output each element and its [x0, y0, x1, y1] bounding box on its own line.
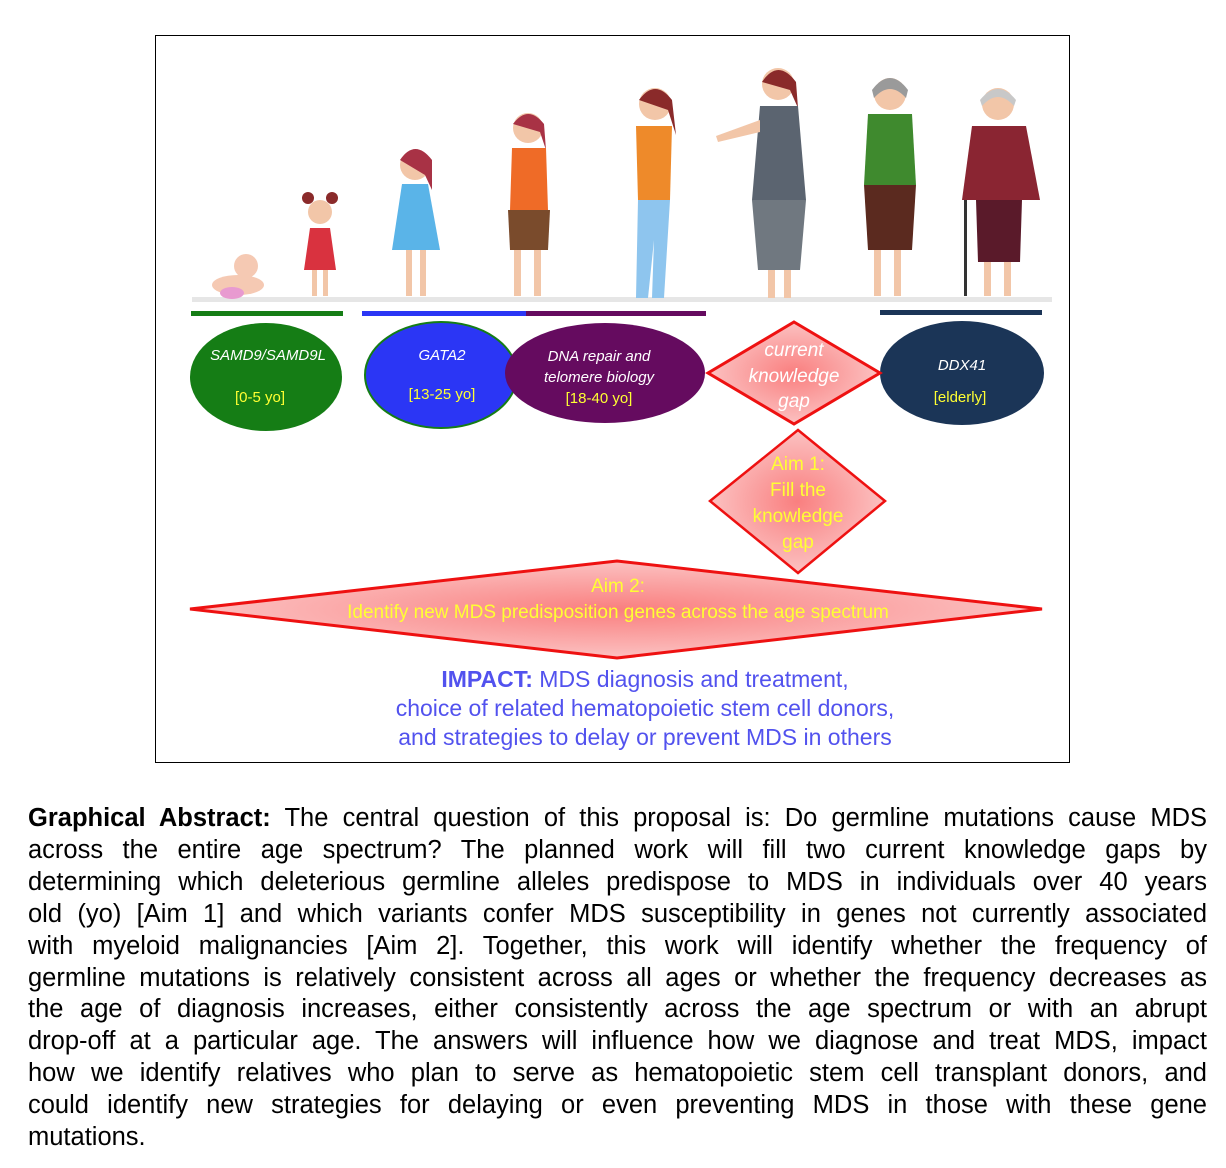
abstract-line: across the entire age spectrum? The plan…	[28, 835, 1207, 864]
age-range: [13-25 yo]	[409, 386, 476, 403]
gap-text: current	[764, 340, 824, 361]
abstract-line: with myeloid malignancies [Aim 2]. Toget…	[28, 931, 1207, 960]
abstract-line: germline mutations is relatively consist…	[28, 963, 1207, 992]
woman-figure	[716, 68, 806, 298]
abstract-line: Graphical Abstract: The central question…	[28, 803, 1207, 835]
teen-figure	[508, 113, 550, 296]
abstract-line: mutations.	[28, 1123, 146, 1152]
toddler-figure	[302, 192, 338, 296]
age-range: [0-5 yo]	[235, 389, 285, 406]
gene-name: GATA2	[419, 347, 467, 364]
age-range: [18-40 yo]	[566, 390, 633, 407]
young-woman-figure	[636, 88, 676, 298]
abstract-line: determining which deleterious germline a…	[28, 867, 1207, 896]
gene-group-ddx41: DDX41 [elderly]	[880, 321, 1044, 425]
age-bar-13-25	[362, 311, 526, 316]
abstract-line: the age of diagnosis increases, either c…	[28, 995, 1207, 1024]
aim1-text: Aim 1:	[771, 454, 825, 475]
aim1-text: gap	[782, 532, 814, 553]
girl-figure	[392, 149, 440, 296]
impact-line: choice of related hematopoietic stem cel…	[396, 695, 895, 721]
gene-name: telomere biology	[544, 369, 656, 386]
abstract-label: Graphical Abstract:	[28, 804, 271, 832]
svg-text:IMPACT: MDS diagnosis an: IMPACT: MDS diagnosis and treatment,	[441, 666, 848, 692]
abstract-text: The central question of this proposal is…	[284, 804, 1208, 832]
age-bar-0-5	[191, 311, 343, 316]
age-bar-elderly	[880, 310, 1042, 315]
aim2-text: Aim 2:	[591, 576, 645, 597]
gene-group-dna-repair: DNA repair and telomere biology [18-40 y…	[505, 323, 705, 423]
impact-line: and strategies to delay or prevent MDS i…	[398, 724, 891, 750]
elderly-woman-figure	[962, 88, 1040, 296]
gene-name: DDX41	[938, 357, 986, 374]
gap-text: knowledge	[749, 366, 840, 387]
knowledge-gap-diamond: current knowledge gap	[705, 320, 883, 426]
gene-group-samd9: SAMD9/SAMD9L [0-5 yo]	[190, 323, 342, 431]
gene-group-gata2: GATA2 [13-25 yo]	[364, 321, 518, 429]
impact-line: MDS diagnosis and treatment,	[539, 666, 848, 692]
abstract-line: old (yo) [Aim 1] and which variants conf…	[28, 899, 1207, 928]
figure-frame	[155, 35, 1070, 763]
older-woman-figure	[864, 78, 916, 296]
aim1-diamond: Aim 1: Fill the knowledge gap	[708, 428, 887, 575]
gap-text: gap	[778, 391, 810, 412]
people-illustration	[212, 68, 1040, 299]
impact-label: IMPACT:	[441, 666, 533, 692]
impact-statement: IMPACT: MDS diagnosis and treatment, cho…	[396, 666, 895, 750]
age-range: [elderly]	[934, 389, 987, 406]
gene-name: DNA repair and	[548, 348, 651, 365]
aim1-text: knowledge	[753, 506, 844, 527]
baby-figure	[212, 254, 264, 299]
aim2-text: Identify new MDS predisposition genes ac…	[347, 602, 889, 623]
age-bar-18-40	[526, 311, 706, 316]
graphical-abstract-text: Graphical Abstract: The central question…	[28, 803, 1207, 1154]
graphical-abstract-figure: SAMD9/SAMD9L [0-5 yo] GATA2 [13-25 yo] D…	[189, 68, 1052, 750]
aim2-diamond: Aim 2: Identify new MDS predisposition g…	[189, 559, 1043, 660]
abstract-line: drop-off at a particular age. The answer…	[28, 1027, 1207, 1056]
ground-line	[192, 297, 1052, 302]
gene-name: SAMD9/SAMD9L	[210, 347, 326, 364]
abstract-line: could identify new strategies for delayi…	[28, 1091, 1207, 1120]
abstract-line: how we identify relatives who plan to se…	[28, 1059, 1207, 1088]
aim1-text: Fill the	[770, 480, 826, 501]
